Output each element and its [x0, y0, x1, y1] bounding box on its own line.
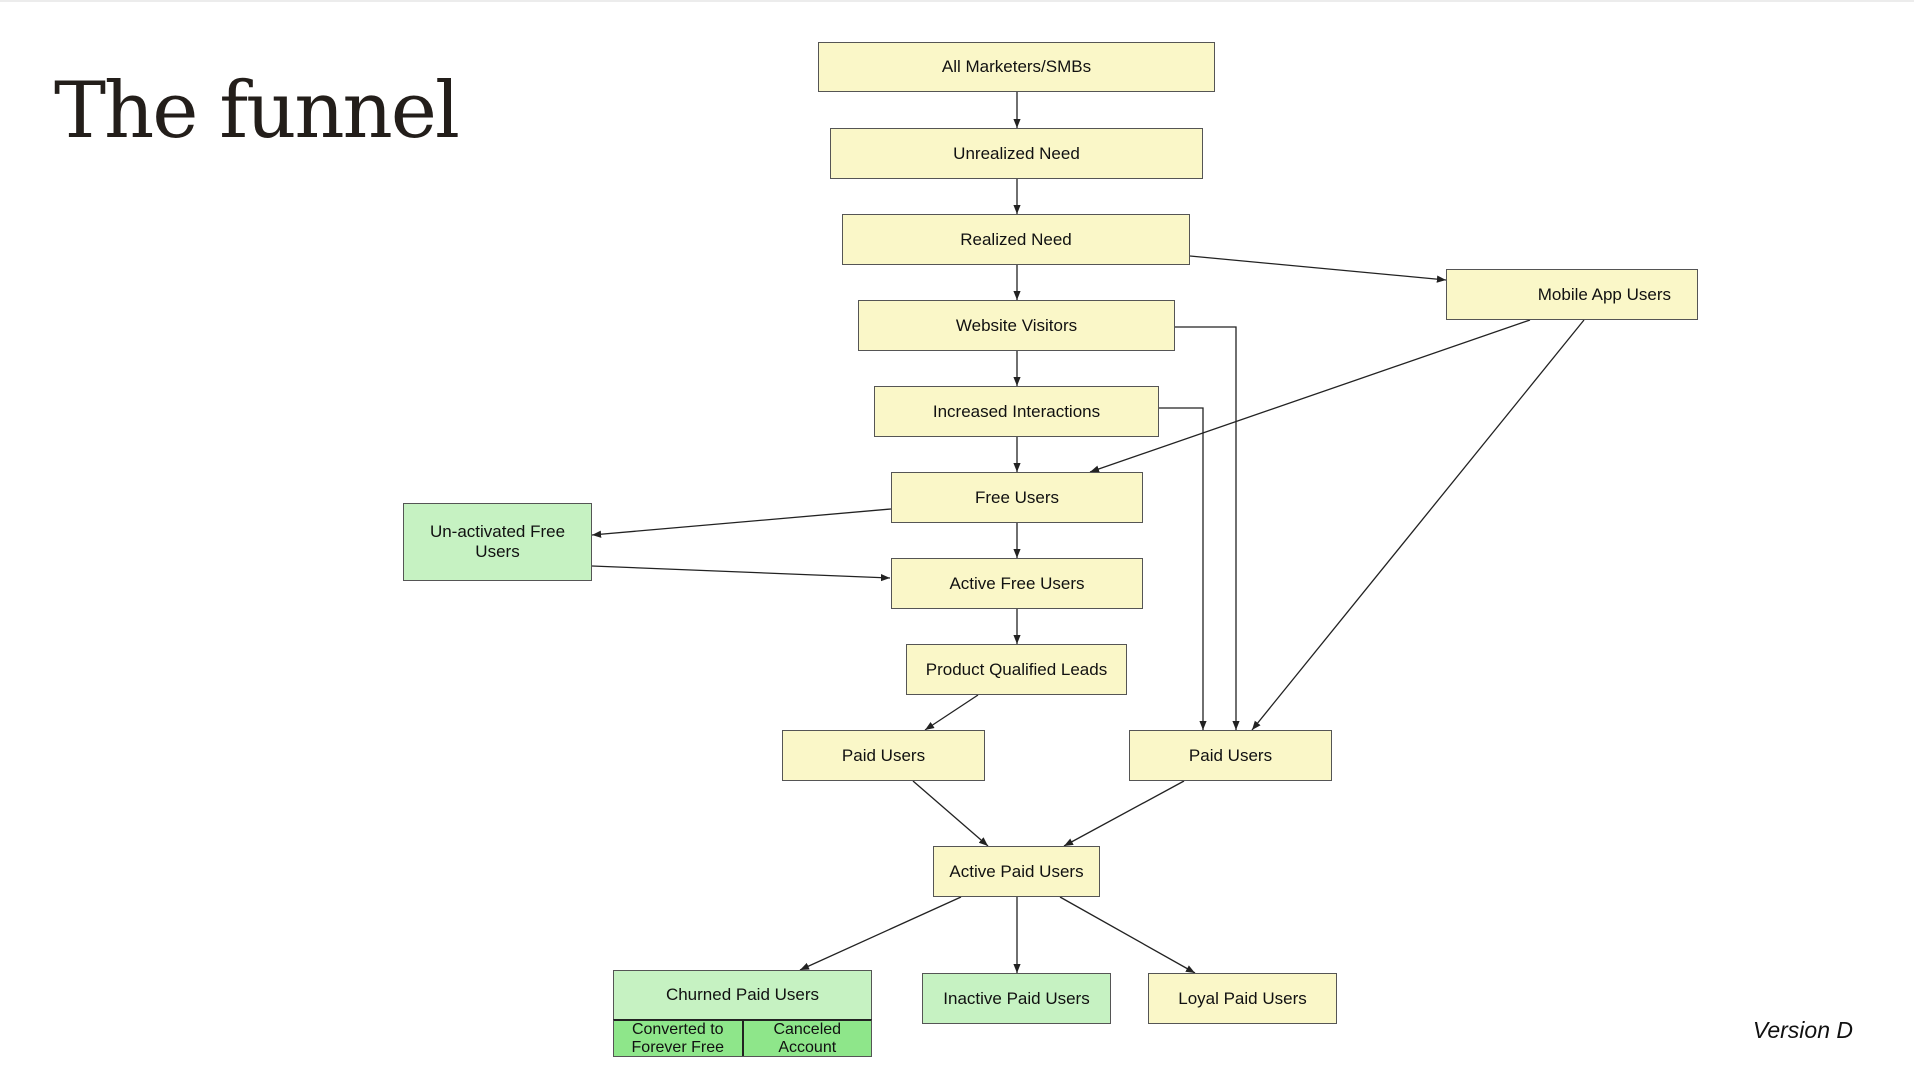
node-loyal-paid-users: Loyal Paid Users: [1148, 973, 1337, 1024]
node-unactivated-free-users: Un-activated Free Users: [403, 503, 592, 581]
edge-paid-right-to-active-paid: [1063, 780, 1185, 847]
node-mobile-app-users: Mobile App Users: [1446, 269, 1698, 320]
node-active-free-users: Active Free Users: [891, 558, 1143, 609]
node-increased-interactions: Increased Interactions: [874, 386, 1159, 437]
version-label: Version D: [1752, 1017, 1853, 1043]
node-unrealized-need: Unrealized Need: [830, 128, 1203, 179]
edge-pql-to-paid-left: [924, 694, 979, 731]
edge-mobile-to-paid-right: [1251, 319, 1585, 731]
edge-active-paid-to-loyal: [1059, 896, 1196, 974]
node-all-marketers: All Marketers/SMBs: [818, 42, 1215, 92]
node-paid-users-right: Paid Users: [1129, 730, 1332, 781]
edge-paid-left-to-active-paid: [912, 780, 989, 847]
edge-interactions-to-paid-right: [1159, 407, 1207, 730]
churn-breakdown: Converted to Forever Free Canceled Accou…: [613, 1019, 872, 1057]
node-free-users: Free Users: [891, 472, 1143, 523]
node-paid-users-left: Paid Users: [782, 730, 985, 781]
node-website-visitors: Website Visitors: [858, 300, 1175, 351]
node-active-paid-users: Active Paid Users: [933, 846, 1100, 897]
node-product-qualified-leads: Product Qualified Leads: [906, 644, 1127, 695]
edge-active-paid-to-churned: [799, 896, 962, 971]
node-realized-need: Realized Need: [842, 214, 1190, 265]
edge-free-to-unactivated: [591, 508, 892, 538]
top-divider: [0, 0, 1914, 2]
churn-canceled-account: Canceled Account: [741, 1021, 871, 1056]
edge-unactivated-to-active-free: [591, 565, 891, 582]
edge-realized-to-mobile: [1189, 255, 1447, 283]
edge-mobile-to-free: [1089, 319, 1531, 473]
churn-converted-forever-free: Converted to Forever Free: [614, 1021, 742, 1056]
edge-website-to-paid-right: [1175, 326, 1240, 730]
node-inactive-paid-users: Inactive Paid Users: [922, 973, 1111, 1024]
slide-title: The funnel: [54, 66, 460, 156]
node-churned-paid-users: Churned Paid Users: [613, 970, 872, 1020]
